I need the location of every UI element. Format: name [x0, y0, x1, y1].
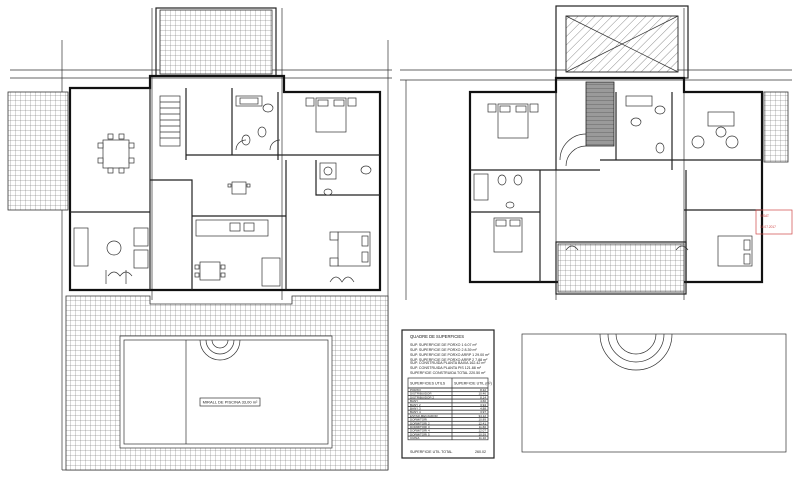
built-line: SUPERFICIE CONSTRUIDA TOTAL 220.50 m²: [410, 371, 486, 375]
table-cell-name: DORMITORI 2: [410, 421, 430, 425]
pool-outline-upper: [521, 333, 787, 453]
table-cell-name: DISTRIBUIDOR 2: [410, 395, 434, 399]
table-row: [407, 435, 489, 441]
table-cell-name: CUINA: [410, 436, 419, 440]
svg-text:16.07.2017: 16.07.2017: [760, 225, 776, 229]
area-line: SUP. SUPERFICIE DE PORXO ARRP 2 7.88 m²: [410, 358, 488, 362]
table-cell-name: BANY 2: [410, 403, 421, 407]
table-cell-value: 3.94: [480, 403, 486, 407]
table-cell-name: PORXO: [410, 388, 422, 392]
table-cell-value: 12.41: [478, 421, 486, 425]
table-cell-value: 10.89: [478, 418, 486, 422]
table-cell-value: 11.60: [479, 425, 487, 429]
top-terrace: [159, 9, 273, 75]
built-line: SUP. CONSTRUIDA PLANTA BAIXA 162.42 m²: [410, 361, 486, 365]
total-value: 260.02: [475, 450, 486, 454]
table-cell-name: BANY: [410, 399, 418, 403]
table-title: QUADRE DE SUPERFICIES: [410, 334, 464, 339]
visa-stamp: VISAT 16.07.2017: [755, 209, 793, 235]
table-cell-name: DORMITORI 4: [410, 429, 430, 433]
pool-label: MIRALL DE PISCINA 33,00 m²: [203, 400, 258, 405]
built-line: SUP. CONSTRUIDA PLANTA PIS 121.88 m²: [410, 366, 482, 370]
table-cell-value: 4.60: [480, 399, 486, 403]
table-cell-value: 3.97: [480, 410, 486, 414]
stair-core: [585, 81, 615, 147]
ground-floor-plan: MIRALL DE PISCINA 33,00 m²: [7, 7, 392, 471]
area-line: SUP. SUPERFICIE DE PORXO 1 6.07 m²: [410, 343, 477, 347]
table-cell-name: DORMITORI: [410, 418, 427, 422]
upper-floor-plan: VISAT 16.07.2017: [400, 5, 793, 453]
table-cell-name: BANY 4: [410, 410, 421, 414]
table-cell-name: DORMITORI 5: [410, 432, 430, 436]
pool: [119, 335, 333, 449]
table-cell-name: DISTRIBUIDOR: [410, 392, 432, 396]
area-line: SUP. SUPERFICIE DE PORXO ARRP 1 29.00 m²: [410, 353, 490, 357]
table-cell-value: 10.59: [478, 432, 486, 436]
table-cell-value: 12.07: [478, 429, 486, 433]
upper-terrace: [557, 243, 685, 293]
table-cell-value: 8.14: [480, 395, 486, 399]
area-line: SUP. SUPERFICIE DE PORXO 2 8.39 m²: [410, 348, 477, 352]
left-terrace: [7, 91, 69, 211]
col-right-header: SUPERFICIE UTIL (m²): [454, 382, 492, 386]
table-cell-name: ESTAR-MENJADOR: [410, 414, 438, 418]
built-lines: SUP. CONSTRUIDA PLANTA BAIXA 162.42 m²SU…: [410, 361, 486, 375]
svg-text:VISAT: VISAT: [760, 214, 769, 218]
table-cell-value: 8.32: [480, 388, 486, 392]
table-cell-name: BANY 3: [410, 407, 421, 411]
table-cell-value: 4.88: [480, 407, 486, 411]
table-cell-name: DORMITORI 3: [410, 425, 430, 429]
table-cell-value: 11.10: [479, 436, 487, 440]
surface-summary-table: QUADRE DE SUPERFICIES SUP. SUPERFICIE DE…: [401, 329, 495, 459]
col-left-header: SUPERFICIES UTILS: [410, 382, 446, 386]
table-cell-value: 10.46: [478, 392, 486, 396]
table-cell-value: 34.12: [478, 414, 486, 418]
total-label: SUPERFICIE UTIL TOTAL: [410, 450, 452, 454]
